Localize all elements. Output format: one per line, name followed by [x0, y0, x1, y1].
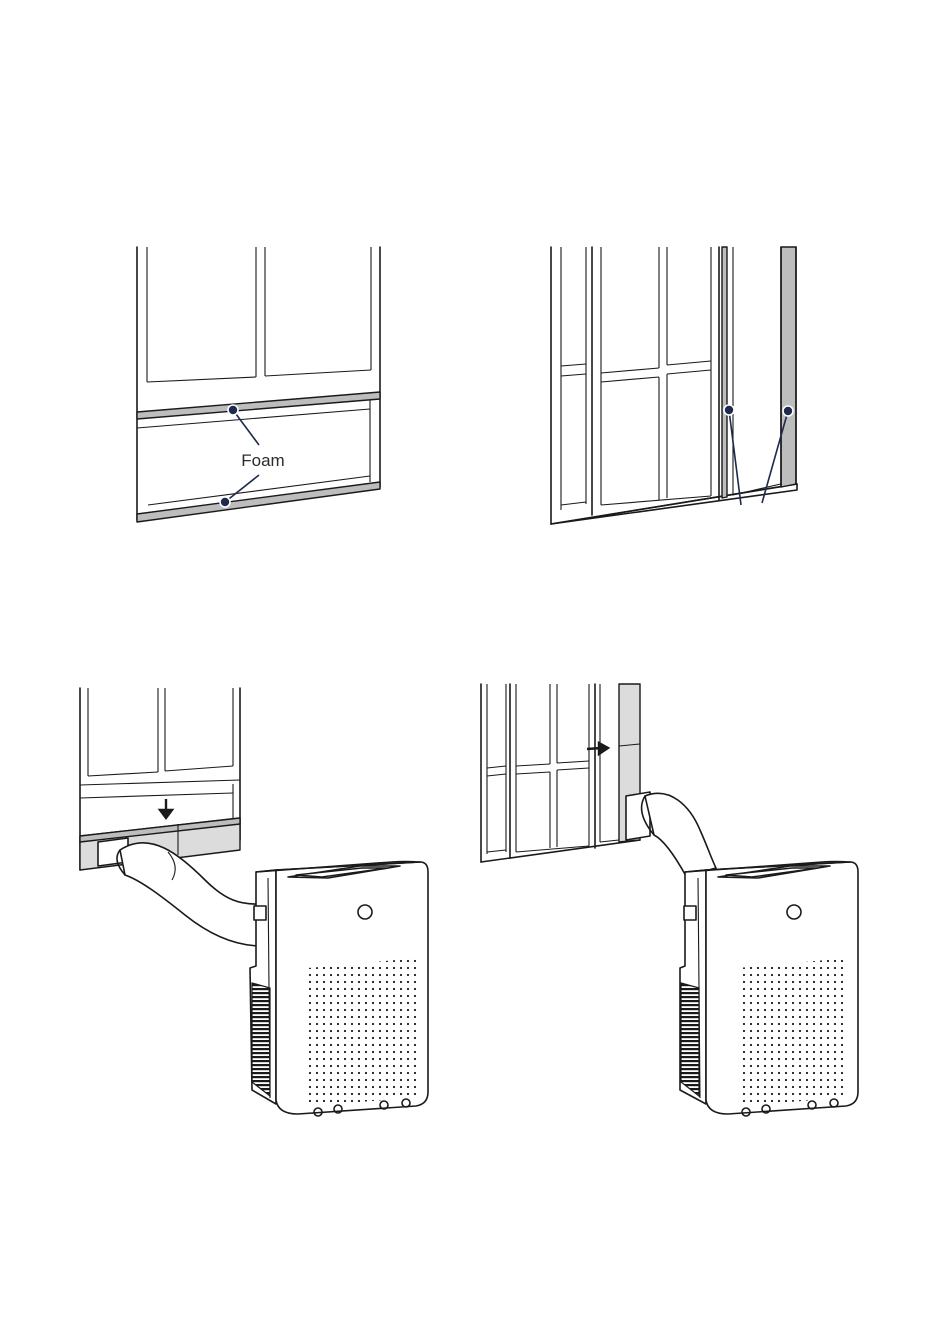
air-conditioner-right [680, 862, 858, 1117]
foam-label: Foam [241, 451, 284, 470]
sliding-window-foam [551, 247, 797, 524]
foam-marker-top [228, 405, 238, 415]
exhaust-hose-left [120, 843, 262, 946]
foam-marker-left [724, 405, 734, 415]
air-conditioner-left [250, 862, 428, 1117]
exhaust-hose-right [645, 793, 716, 876]
foam-marker-bottom [220, 497, 230, 507]
foam-marker-right [783, 406, 793, 416]
sash-window-unit [80, 688, 240, 870]
sash-window-foam [137, 247, 380, 522]
sliding-window-unit [481, 684, 650, 862]
